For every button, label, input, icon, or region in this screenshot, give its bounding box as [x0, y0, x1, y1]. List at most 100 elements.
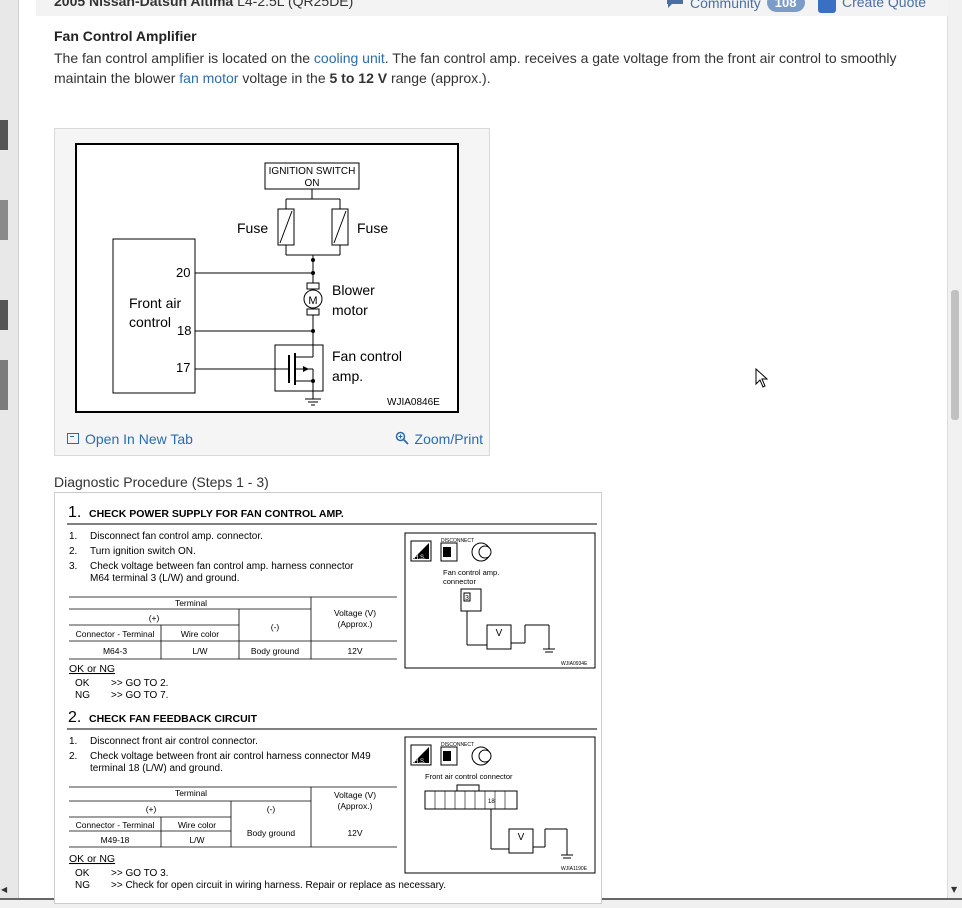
svg-text:18: 18 [488, 799, 495, 805]
community-link[interactable]: Community 108 [666, 0, 805, 12]
svg-text:DISCONNECT: DISCONNECT [441, 742, 474, 748]
mouse-cursor-icon [755, 367, 769, 393]
step2-title: CHECK FAN FEEDBACK CIRCUIT [89, 713, 258, 725]
svg-text:connector: connector [443, 577, 476, 586]
svg-text:Front air control connector: Front air control connector [425, 772, 513, 781]
svg-text:Voltage (V): Voltage (V) [334, 790, 376, 800]
svg-text:WJIA0934E: WJIA0934E [561, 661, 588, 667]
zoom-icon [395, 431, 415, 447]
step2-number: 2. [68, 709, 81, 726]
svg-text:L/W: L/W [189, 835, 204, 845]
vehicle-header: 2005 Nissan-Datsun Altima L4-2.5L (QR25D… [36, 0, 948, 16]
svg-text:WJIA1190E: WJIA1190E [561, 866, 588, 872]
svg-text:Connector - Terminal: Connector - Terminal [76, 820, 155, 830]
article-body: Fan Control Amplifier The fan control am… [54, 28, 934, 88]
svg-text:L/W: L/W [192, 646, 207, 656]
svg-text:>> GO TO 3.: >> GO TO 3. [111, 868, 168, 879]
pin-18-label: 18 [177, 323, 191, 338]
svg-text:3: 3 [465, 595, 469, 602]
svg-text:Connector - Terminal: Connector - Terminal [76, 629, 155, 639]
svg-text:(+): (+) [146, 804, 157, 814]
article-description: The fan control amplifier is located on … [54, 50, 897, 86]
svg-text:Body ground: Body ground [251, 646, 299, 656]
svg-text:Check voltage between front ai: Check voltage between front air control … [90, 751, 371, 762]
svg-text:OK: OK [75, 868, 90, 879]
svg-text:Wire color: Wire color [178, 820, 216, 830]
blower-motor-label: motor [332, 302, 368, 318]
edge-strip [0, 360, 8, 410]
svg-text:NG: NG [75, 880, 90, 891]
quote-icon [818, 0, 836, 13]
svg-text:NG: NG [75, 690, 90, 701]
svg-text:Terminal: Terminal [175, 788, 207, 798]
svg-text:3.: 3. [69, 561, 77, 572]
create-quote-button[interactable]: Create Quote [818, 0, 926, 13]
svg-text:H.S.: H.S. [414, 555, 426, 561]
pin-17-label: 17 [176, 360, 190, 375]
svg-text:M49-18: M49-18 [101, 835, 130, 845]
svg-text:Voltage (V): Voltage (V) [334, 608, 376, 618]
front-air-label: Front air [129, 295, 181, 311]
svg-text:1.: 1. [69, 531, 77, 542]
zoom-print-link[interactable]: Zoom/Print [395, 431, 483, 447]
svg-text:(Approx.): (Approx.) [338, 801, 373, 811]
ignition-label: IGNITION SWITCH [269, 166, 356, 177]
svg-text:OK or NG: OK or NG [69, 663, 115, 675]
fan-motor-link[interactable]: fan motor [179, 70, 239, 86]
article-title: Fan Control Amplifier [54, 28, 197, 44]
community-count-badge: 108 [766, 0, 805, 12]
wiring-diagram[interactable]: IGNITION SWITCH ON Fuse Fuse Front air c… [75, 143, 459, 413]
svg-text:2.: 2. [69, 546, 77, 557]
svg-text:V: V [518, 832, 525, 843]
open-new-tab-link[interactable]: Open In New Tab [67, 431, 193, 447]
scrollbar-thumb[interactable] [951, 290, 959, 420]
svg-text:>> Check for open circuit in w: >> Check for open circuit in wiring harn… [111, 880, 446, 891]
blower-label: Blower [332, 282, 375, 298]
edge-strip [0, 300, 8, 330]
svg-text:H.S.: H.S. [414, 759, 426, 765]
edge-strip [0, 120, 8, 150]
scroll-left-arrow-icon[interactable]: ◀ [1, 885, 8, 894]
svg-text:Fan control amp.: Fan control amp. [443, 568, 499, 577]
svg-text:M64 terminal 3 (L/W) and groun: M64 terminal 3 (L/W) and ground. [90, 573, 240, 584]
front-air-control-label: control [129, 314, 171, 330]
wiring-diagram-figure: IGNITION SWITCH ON Fuse Fuse Front air c… [54, 128, 490, 456]
svg-text:Turn ignition switch ON.: Turn ignition switch ON. [90, 546, 196, 557]
new-tab-icon [67, 433, 79, 444]
svg-text:(+): (+) [149, 613, 160, 623]
scroll-down-arrow-icon[interactable]: ▼ [951, 885, 958, 894]
cooling-unit-link[interactable]: cooling unit [313, 50, 385, 66]
fuse-left-label: Fuse [237, 220, 268, 236]
svg-text:Body ground: Body ground [247, 828, 295, 838]
svg-text:OK or NG: OK or NG [69, 853, 115, 865]
fuse-right-label: Fuse [357, 220, 388, 236]
step1-number: 1. [68, 504, 81, 521]
svg-text:12V: 12V [347, 646, 362, 656]
ignition-on-label: ON [305, 178, 320, 189]
diagram-code: WJIA0846E [387, 397, 440, 408]
diagnostic-section-title: Diagnostic Procedure (Steps 1 - 3) [54, 474, 269, 490]
diagnostic-procedure-image[interactable]: 1. CHECK POWER SUPPLY FOR FAN CONTROL AM… [54, 492, 602, 904]
svg-text:12V: 12V [347, 828, 362, 838]
figure-toolbar: Open In New Tab Zoom/Print [55, 427, 489, 455]
svg-text:>> GO TO 2.: >> GO TO 2. [111, 678, 168, 689]
vehicle-name: 2005 Nissan-Datsun Altima L4-2.5L (QR25D… [54, 0, 354, 9]
svg-text:terminal 18 (L/W) and ground.: terminal 18 (L/W) and ground. [90, 763, 223, 774]
amp-label: Fan control [332, 348, 402, 364]
svg-text:(-): (-) [271, 622, 280, 632]
svg-text:Check voltage between fan cont: Check voltage between fan control amp. h… [90, 561, 354, 572]
svg-text:Disconnect front air control c: Disconnect front air control connector. [90, 736, 258, 747]
svg-text:V: V [496, 628, 503, 639]
svg-text:Terminal: Terminal [175, 598, 207, 608]
svg-text:1.: 1. [69, 736, 77, 747]
svg-text:(Approx.): (Approx.) [338, 619, 373, 629]
edge-strip [0, 200, 8, 240]
svg-text:2.: 2. [69, 751, 77, 762]
svg-text:DISCONNECT: DISCONNECT [441, 538, 474, 544]
page-scrollbar[interactable]: ▼ [947, 0, 962, 908]
svg-text:>> GO TO 7.: >> GO TO 7. [111, 690, 168, 701]
pin-20-label: 20 [176, 265, 190, 280]
svg-text:Wire color: Wire color [181, 629, 219, 639]
svg-text:M64-3: M64-3 [103, 646, 127, 656]
svg-text:Disconnect fan control amp. co: Disconnect fan control amp. connector. [90, 531, 263, 542]
